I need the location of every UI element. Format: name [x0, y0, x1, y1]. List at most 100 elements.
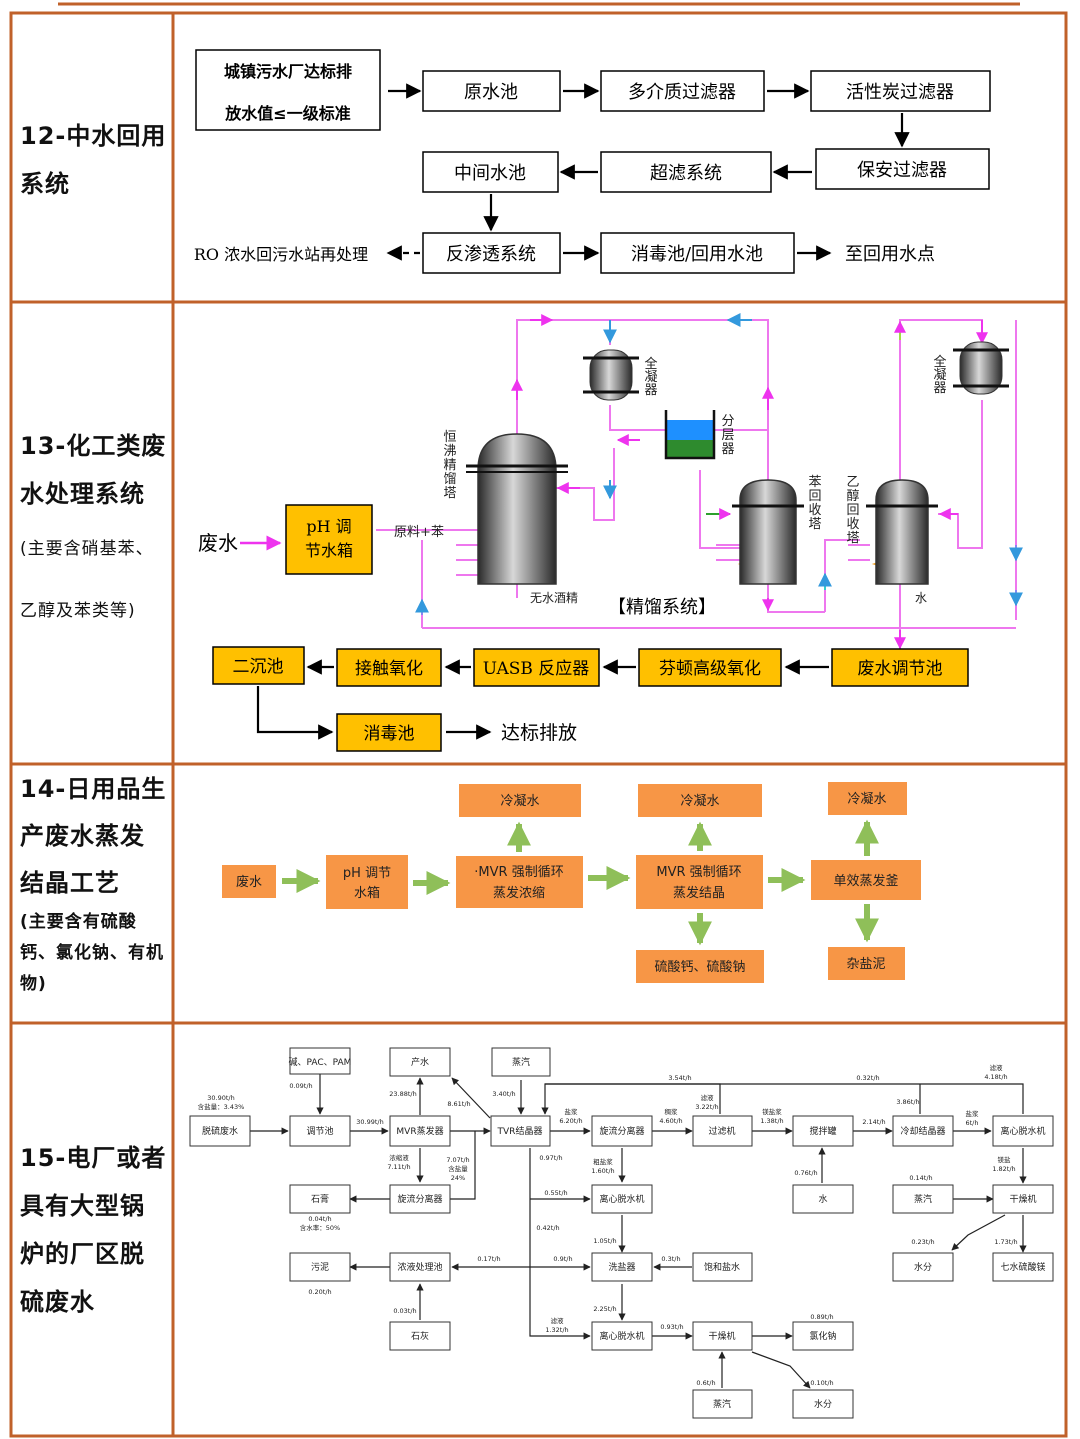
single-effect-label: 单效蒸发釜 [833, 873, 898, 889]
bz-c2: 回 [808, 489, 821, 504]
separator-tank [664, 410, 716, 460]
box-contact-oxidation [336, 648, 442, 687]
chem-label: 碱、PAC、PAM [289, 1057, 352, 1068]
box-centrifuge2 [591, 1184, 653, 1214]
flow-042: 0.42t/h [536, 1224, 559, 1232]
box-water-in [792, 1184, 854, 1214]
azeo-tower-c4: 馏 [443, 472, 456, 487]
box-gypsum [289, 1184, 351, 1214]
box-centrifuge1 [992, 1115, 1054, 1147]
box-centrifuge3 [591, 1321, 653, 1351]
mixer-label: 搅拌罐 [809, 1125, 836, 1137]
flow-water-in: 0.76t/h [794, 1169, 817, 1177]
flow-mixer-out: 2.14t/h [862, 1118, 885, 1126]
label-section-13: 13-化工类废 水处理系统 (主要含硝基苯、 乙醇及苯类等) [20, 422, 166, 642]
azeotropic-tower [466, 433, 568, 585]
box-sludge [289, 1252, 351, 1282]
fenton-label: 芬顿高级氧化 [659, 659, 761, 679]
source-line-2: 放水值≤一级标准 [224, 104, 350, 123]
condensate-1-label: 冷凝水 [500, 793, 539, 809]
label-15-line-1: 15-电厂或者 [20, 1144, 167, 1172]
box-mgso4 [992, 1252, 1054, 1282]
diagram-13-chemical-wastewater: 恒 沸 精 馏 塔 全 凝 器 分 层 器 苯 回 收 塔 乙 醇 回 收 塔 … [198, 313, 1023, 752]
mvr-conc-l1: ·MVR 强制循环 [474, 865, 563, 880]
sep-c1: 分 [721, 414, 734, 429]
cond1-c1: 全 [644, 356, 657, 372]
condensate-2-label: 冷凝水 [680, 793, 719, 809]
flow-chem: 0.09t/h [289, 1082, 312, 1090]
box-carbon-filter [810, 70, 991, 112]
label-14-line-2: 产废水蒸发 [20, 822, 145, 850]
ro-label: 反渗透系统 [446, 244, 536, 265]
label-14-note-3: 物) [20, 974, 47, 994]
label-14-line-3: 结晶工艺 [20, 869, 120, 897]
dryer1-label: 干燥机 [1009, 1193, 1036, 1205]
condensate-3-label: 冷凝水 [847, 791, 886, 807]
ph-tank-13-l2: 节水箱 [305, 541, 353, 560]
flow-lime: 0.03t/h [393, 1307, 416, 1315]
box-condensate-1 [459, 784, 581, 817]
box-ro [422, 232, 561, 274]
box-security-filter [815, 148, 990, 190]
equalization-label: 废水调节池 [858, 659, 943, 679]
mid-pool-label: 中间水池 [454, 163, 526, 184]
salts-label: 硫酸钙、硫酸钠 [654, 960, 745, 975]
azeo-tower-c2: 沸 [443, 444, 456, 459]
box-wastewater-14 [222, 865, 276, 898]
label-13-note-1: (主要含硝基苯、 [20, 539, 154, 559]
ph-tank-14-l1: pH 调节 [343, 866, 391, 881]
dryer2-label: 干燥机 [708, 1330, 735, 1342]
box-equalization [831, 648, 969, 687]
box-steam1 [491, 1047, 551, 1077]
steam1-label: 蒸汽 [512, 1056, 530, 1068]
flow-moisture1: 0.23t/h [911, 1238, 934, 1246]
label-14-note-2: 钙、氯化钠、有机 [20, 943, 164, 963]
box-fenton [638, 648, 782, 687]
ro-concentrate-label: RO 浓水回污水站再处理 [194, 245, 368, 264]
feed-label: 原料+苯 [394, 525, 444, 540]
flow-evap-steam: 8.61t/h [447, 1100, 470, 1108]
box-tvr [490, 1115, 551, 1147]
box-mvr-concentrate [456, 856, 583, 908]
box-condensate-2 [638, 784, 762, 817]
flow-tvr-down: 0.97t/h [539, 1154, 562, 1162]
flow-product-water: 23.88t/h [389, 1090, 416, 1098]
flow-washer-out: 2.25t/h [593, 1305, 616, 1313]
label-13-line-1: 13-化工类废 [20, 432, 167, 460]
box-mvr-crystallize [636, 855, 763, 909]
box-uf [600, 151, 772, 193]
flow-centrifuge2-in: 0.55t/h [544, 1189, 567, 1197]
system-name: 【精馏系统】 [608, 597, 716, 618]
box-mixed-salt [828, 947, 905, 980]
box-lime [389, 1321, 451, 1351]
cyclone2-label: 旋流分离器 [397, 1193, 442, 1205]
box-uasb [473, 648, 600, 687]
diagram-12-reclaimed-water: 城镇污水厂达标排 放水值≤一级标准 原水池 多介质过滤器 活性炭过滤器 保安过滤… [194, 49, 991, 274]
box-product-water [389, 1047, 451, 1077]
ph-tank-14-l2: 水箱 [354, 885, 380, 901]
bz-c1: 苯 [808, 475, 821, 490]
carbon-filter-label: 活性炭过滤器 [846, 82, 954, 103]
tvr-label: TVR结晶器 [497, 1125, 543, 1137]
wastewater-label: 废水 [198, 531, 238, 555]
contact-oxidation-label: 接触氧化 [355, 659, 423, 679]
et-c3: 回 [846, 503, 859, 518]
mvr-conc-l2: 蒸发浓缩 [493, 885, 545, 901]
washer-label: 洗盐器 [608, 1261, 635, 1273]
mvr-evap-label: MVR蒸发器 [396, 1125, 443, 1137]
box-adjust [289, 1115, 351, 1147]
anhydrous-label: 无水酒精 [530, 591, 578, 605]
box-salts [636, 950, 764, 983]
diagram-14-evaporation-crystallization: 废水 pH 调节 水箱 ·MVR 强制循环 蒸发浓缩 MVR 强制循环 蒸发结晶… [222, 782, 921, 983]
label-14-line-1: 14-日用品生 [20, 775, 167, 803]
mvr-cryst-l2: 蒸发结晶 [673, 885, 725, 901]
condenser-2 [953, 341, 1009, 395]
box-sat-brine [692, 1252, 753, 1282]
